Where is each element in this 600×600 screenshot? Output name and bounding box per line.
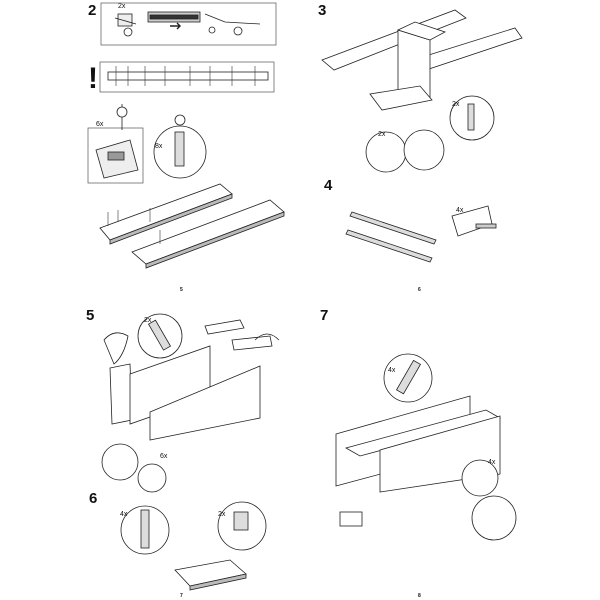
page-number-8: 8 [418, 593, 421, 599]
step-number-5: 5 [86, 307, 95, 324]
callout-step6-dowel: 4x [120, 511, 128, 518]
callout-step6-cam: 2x [218, 511, 226, 518]
step3-assembly: 2x 2x [321, 9, 523, 173]
page-number-5: 5 [180, 287, 183, 293]
rotate-arrow-icon [254, 333, 280, 341]
step6-assembly: 4x 2x [120, 501, 267, 591]
step2-dowel-inset: 8x [153, 114, 207, 179]
step5-assembly: 2x 6x [101, 313, 280, 493]
callout-step5-dowel: 2x [144, 317, 152, 324]
step-number-3: 3 [318, 2, 327, 19]
callout-step3-cam: 2x [378, 131, 386, 138]
step-number-7: 7 [320, 307, 329, 324]
step-number-6: 6 [89, 490, 98, 507]
step2-panels [99, 183, 285, 269]
step-number-4: 4 [324, 177, 333, 194]
page-number-7: 7 [180, 593, 183, 599]
callout-step5-cam: 6x [160, 453, 168, 460]
step4-rails: 4x [345, 205, 497, 263]
person-icon [103, 332, 129, 365]
page-number-6: 6 [418, 287, 421, 293]
callout-step2-top: 2x [118, 3, 126, 10]
dowel-icon [174, 131, 185, 167]
step2-cam-inset: 6x [87, 104, 144, 184]
step2-top-detail: 2x [100, 2, 277, 46]
step7-assembly: 4x 4x [335, 353, 517, 541]
callout-step3-dowel: 2x [452, 101, 460, 108]
warning-icon: ! [88, 62, 98, 95]
callout-step4-dowel: 4x [456, 207, 464, 214]
step-number-2: 2 [88, 2, 97, 19]
callout-step7-dowel: 4x [388, 367, 396, 374]
step2-warning: ! [88, 61, 275, 95]
callout-step2-cam: 6x [96, 121, 104, 128]
callout-step2-dowel: 8x [155, 143, 163, 150]
callout-step7-cam: 4x [488, 459, 496, 466]
